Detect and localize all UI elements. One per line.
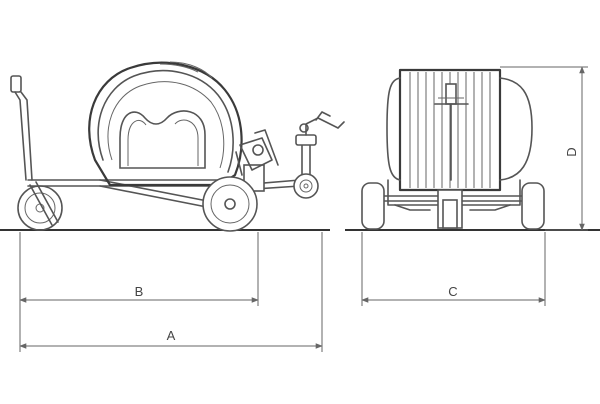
drum-ribs bbox=[409, 72, 491, 188]
dimension-a-label: A bbox=[167, 328, 176, 343]
dimension-a: A bbox=[19, 328, 323, 349]
main-wheel bbox=[202, 176, 258, 232]
front-left-wheel bbox=[361, 182, 385, 230]
front-view bbox=[361, 68, 545, 230]
dimension-d-label: D bbox=[564, 147, 579, 156]
dimension-b-label: B bbox=[135, 284, 144, 299]
front-right-wheel bbox=[521, 182, 545, 230]
tow-handle bbox=[10, 75, 33, 181]
rear-wheel bbox=[293, 173, 319, 199]
drive-arm bbox=[235, 129, 279, 176]
dimension-d: D bbox=[564, 66, 585, 231]
front-drum bbox=[386, 68, 533, 192]
front-frame bbox=[375, 179, 531, 229]
hose-reel-drum bbox=[88, 61, 243, 187]
front-wheel bbox=[17, 181, 63, 231]
dimension-b: B bbox=[19, 284, 259, 303]
extension-lines bbox=[19, 66, 588, 352]
dimension-c: C bbox=[361, 284, 546, 303]
chassis-frame bbox=[27, 164, 301, 211]
side-view bbox=[10, 61, 345, 232]
sprinkler-gun bbox=[295, 111, 345, 179]
front-mast bbox=[434, 83, 469, 181]
dimension-c-label: C bbox=[448, 284, 457, 299]
